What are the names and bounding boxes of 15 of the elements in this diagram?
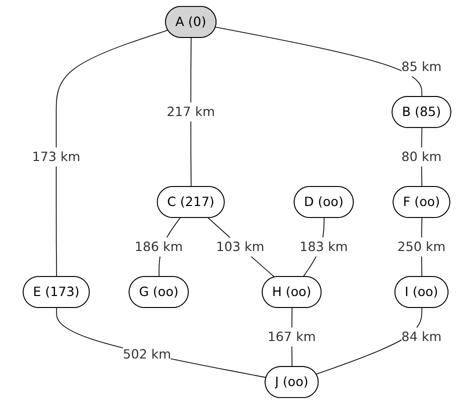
edge-label: 167 km bbox=[268, 329, 316, 344]
edge-label: 84 km bbox=[401, 329, 442, 344]
connector bbox=[208, 218, 276, 278]
connector bbox=[215, 26, 422, 98]
edge-label: 173 km bbox=[32, 149, 80, 164]
edge-label: 80 km bbox=[401, 149, 442, 164]
connector bbox=[56, 30, 168, 278]
edge-label: 502 km bbox=[122, 346, 172, 362]
edge-label: 250 km bbox=[397, 239, 446, 254]
edge-label: 183 km bbox=[300, 239, 348, 254]
edge-label: 85 km bbox=[401, 58, 442, 74]
edge-label: 217 km bbox=[166, 104, 215, 120]
connector bbox=[56, 308, 267, 378]
edge-label: 186 km bbox=[134, 239, 183, 254]
edge-label: 103 km bbox=[216, 239, 264, 254]
